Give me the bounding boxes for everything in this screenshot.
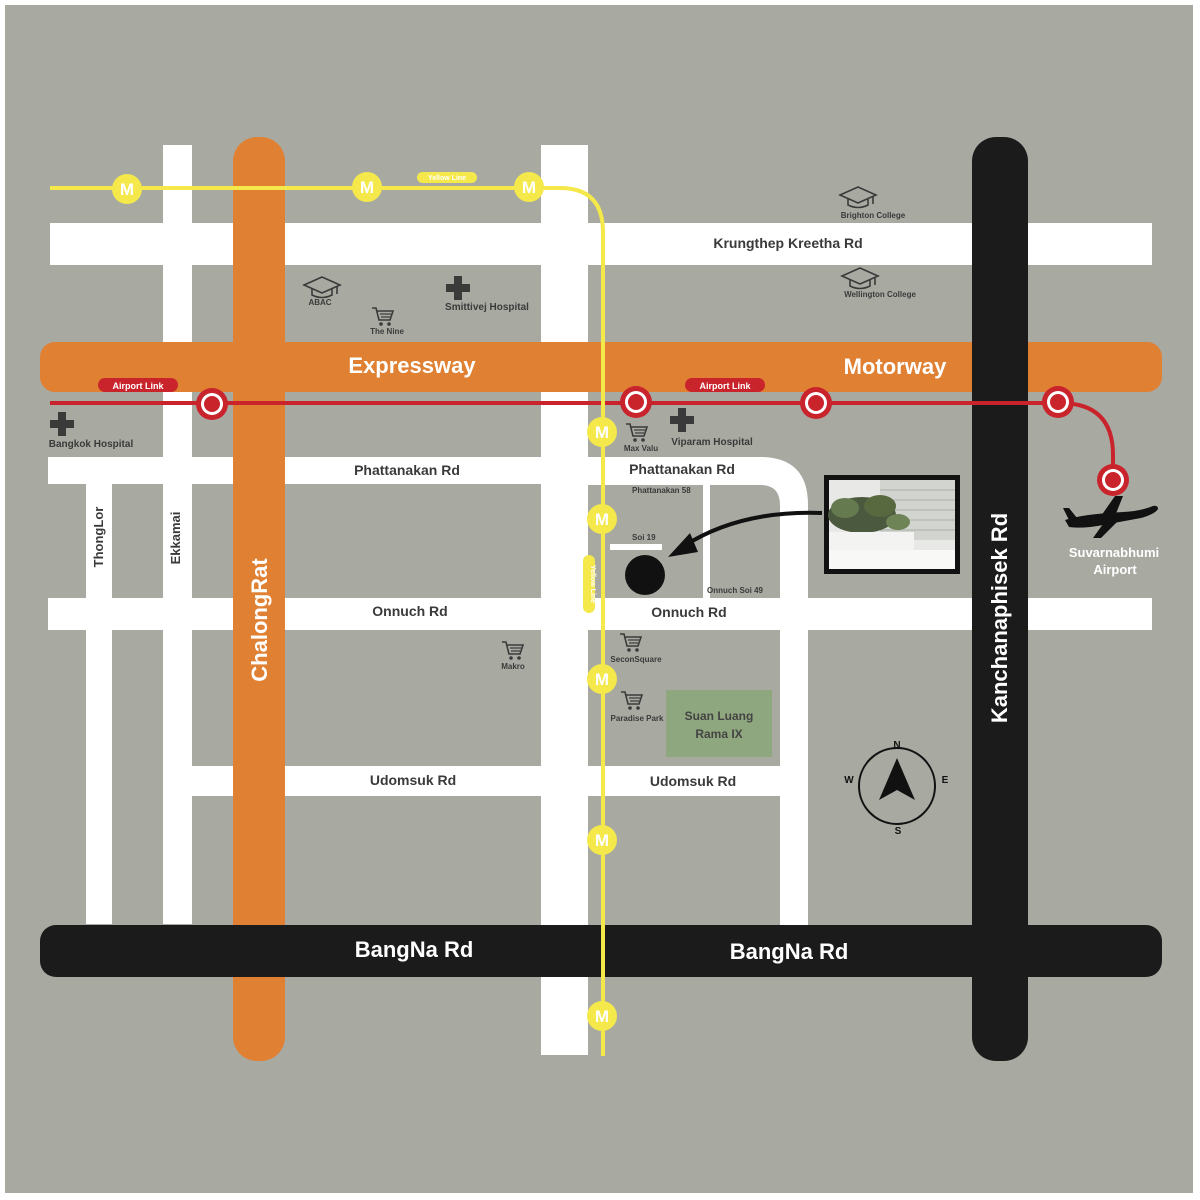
central-road (541, 145, 588, 1055)
metro-station-icon[interactable]: M (587, 504, 617, 534)
expressway-label: Expressway (348, 353, 476, 378)
soi-19-road (610, 544, 662, 550)
yellow-line-label: Yellow Line (428, 175, 466, 182)
onnuch-soi-49-label: Onnuch Soi 49 (707, 586, 764, 595)
wellington-label: Wellington College (844, 290, 916, 299)
max-valu-label: Max Valu (624, 444, 658, 453)
compass-icon: N S W E (844, 740, 948, 837)
svg-text:M: M (595, 1007, 609, 1026)
onnuch-label-right: Onnuch Rd (651, 604, 726, 620)
motorway-label: Motorway (844, 354, 947, 379)
thonglor-road (86, 484, 112, 924)
arrow-to-location (682, 510, 823, 548)
metro-station-icon[interactable]: M (352, 172, 382, 202)
phattanakan-58-label: Phattanakan 58 (632, 486, 691, 495)
bangna-label-left: BangNa Rd (355, 937, 474, 962)
chalongrat-road[interactable] (233, 137, 285, 1061)
white-roads (48, 145, 1152, 1055)
metro-station-icon[interactable]: M (514, 172, 544, 202)
svg-text:M: M (595, 510, 609, 529)
compass-e: E (942, 775, 949, 786)
airport-link-label-left: Airport Link (113, 381, 165, 391)
svg-text:M: M (360, 178, 374, 197)
bangna-label-right: BangNa Rd (730, 939, 849, 964)
seconsquare-label: SeconSquare (610, 655, 662, 664)
udomsuk-label-right: Udomsuk Rd (650, 773, 736, 789)
onnuch-label-left: Onnuch Rd (372, 603, 447, 619)
brighton-label: Brighton College (841, 211, 906, 220)
kanchanaphisek-road[interactable] (972, 137, 1028, 1061)
abac-label: ABAC (308, 298, 331, 307)
soi-19-label: Soi 19 (632, 533, 656, 542)
airport-link-label-right: Airport Link (700, 381, 752, 391)
svg-text:M: M (120, 180, 134, 199)
metro-station-icon[interactable]: M (587, 664, 617, 694)
compass-n: N (893, 740, 900, 751)
yellow-line (50, 186, 605, 1056)
ekkamai-label: Ekkamai (168, 512, 183, 565)
bangkok-hospital-label: Bangkok Hospital (49, 439, 134, 450)
metro-station-icon[interactable]: M (587, 825, 617, 855)
airport-link-station-icon[interactable] (620, 386, 652, 418)
svg-text:M: M (595, 831, 609, 850)
phattanakan-label-left: Phattanakan Rd (354, 462, 460, 478)
suan-luang-park[interactable] (666, 690, 772, 757)
udomsuk-label-left: Udomsuk Rd (370, 772, 456, 788)
airplane-icon[interactable] (1063, 496, 1158, 538)
airport-link-station-icon[interactable] (1097, 464, 1129, 496)
airport-label-line1: Suvarnabhumi (1069, 545, 1159, 560)
yellow-line-vertical-pill (583, 555, 595, 613)
compass-s: S (895, 826, 902, 837)
svg-text:M: M (595, 423, 609, 442)
airport-label-line2: Airport (1093, 562, 1137, 577)
metro-station-icon[interactable]: M (587, 417, 617, 447)
yellow-line-pill (417, 172, 477, 183)
metro-station-icon[interactable]: M (112, 174, 142, 204)
compass-w: W (844, 775, 854, 786)
smittivej-label: Smittivej Hospital (445, 302, 529, 313)
airport-link-station-icon[interactable] (196, 388, 228, 420)
yellow-line-vertical-label: Yellow Line (589, 565, 596, 603)
ekkamai-road (163, 145, 192, 924)
airport-link-station-icon[interactable] (800, 387, 832, 419)
thonglor-label: ThongLor (91, 507, 106, 568)
building-photo (824, 475, 960, 574)
viparam-label: Viparam Hospital (671, 437, 753, 448)
paradise-park-label: Paradise Park (611, 714, 664, 723)
svg-text:M: M (522, 178, 536, 197)
krungthep-label: Krungthep Kreetha Rd (713, 235, 862, 251)
chalongrat-label: ChalongRat (247, 558, 272, 682)
makro-label: Makro (501, 662, 525, 671)
phattanakan-road-left (48, 457, 541, 484)
onnuch-road (48, 598, 1152, 630)
phattanakan-road-right (588, 457, 808, 925)
the-nine-label: The Nine (370, 327, 404, 336)
kanchanaphisek-label: Kanchanaphisek Rd (987, 513, 1012, 723)
park-label-line2: Rama IX (695, 727, 742, 741)
svg-text:M: M (595, 670, 609, 689)
udomsuk-road-right (588, 766, 782, 796)
airport-link-pill-right (685, 378, 765, 392)
arrowhead (668, 533, 698, 557)
airport-link-station-icon[interactable] (1042, 386, 1074, 418)
phattanakan-58-road (703, 485, 710, 598)
phattanakan-label-right: Phattanakan Rd (629, 461, 735, 477)
airport-link-pill-left (98, 378, 178, 392)
metro-station-icon[interactable]: M (587, 1001, 617, 1031)
location-marker-icon[interactable] (625, 555, 665, 595)
park-label-line1: Suan Luang (685, 709, 754, 723)
